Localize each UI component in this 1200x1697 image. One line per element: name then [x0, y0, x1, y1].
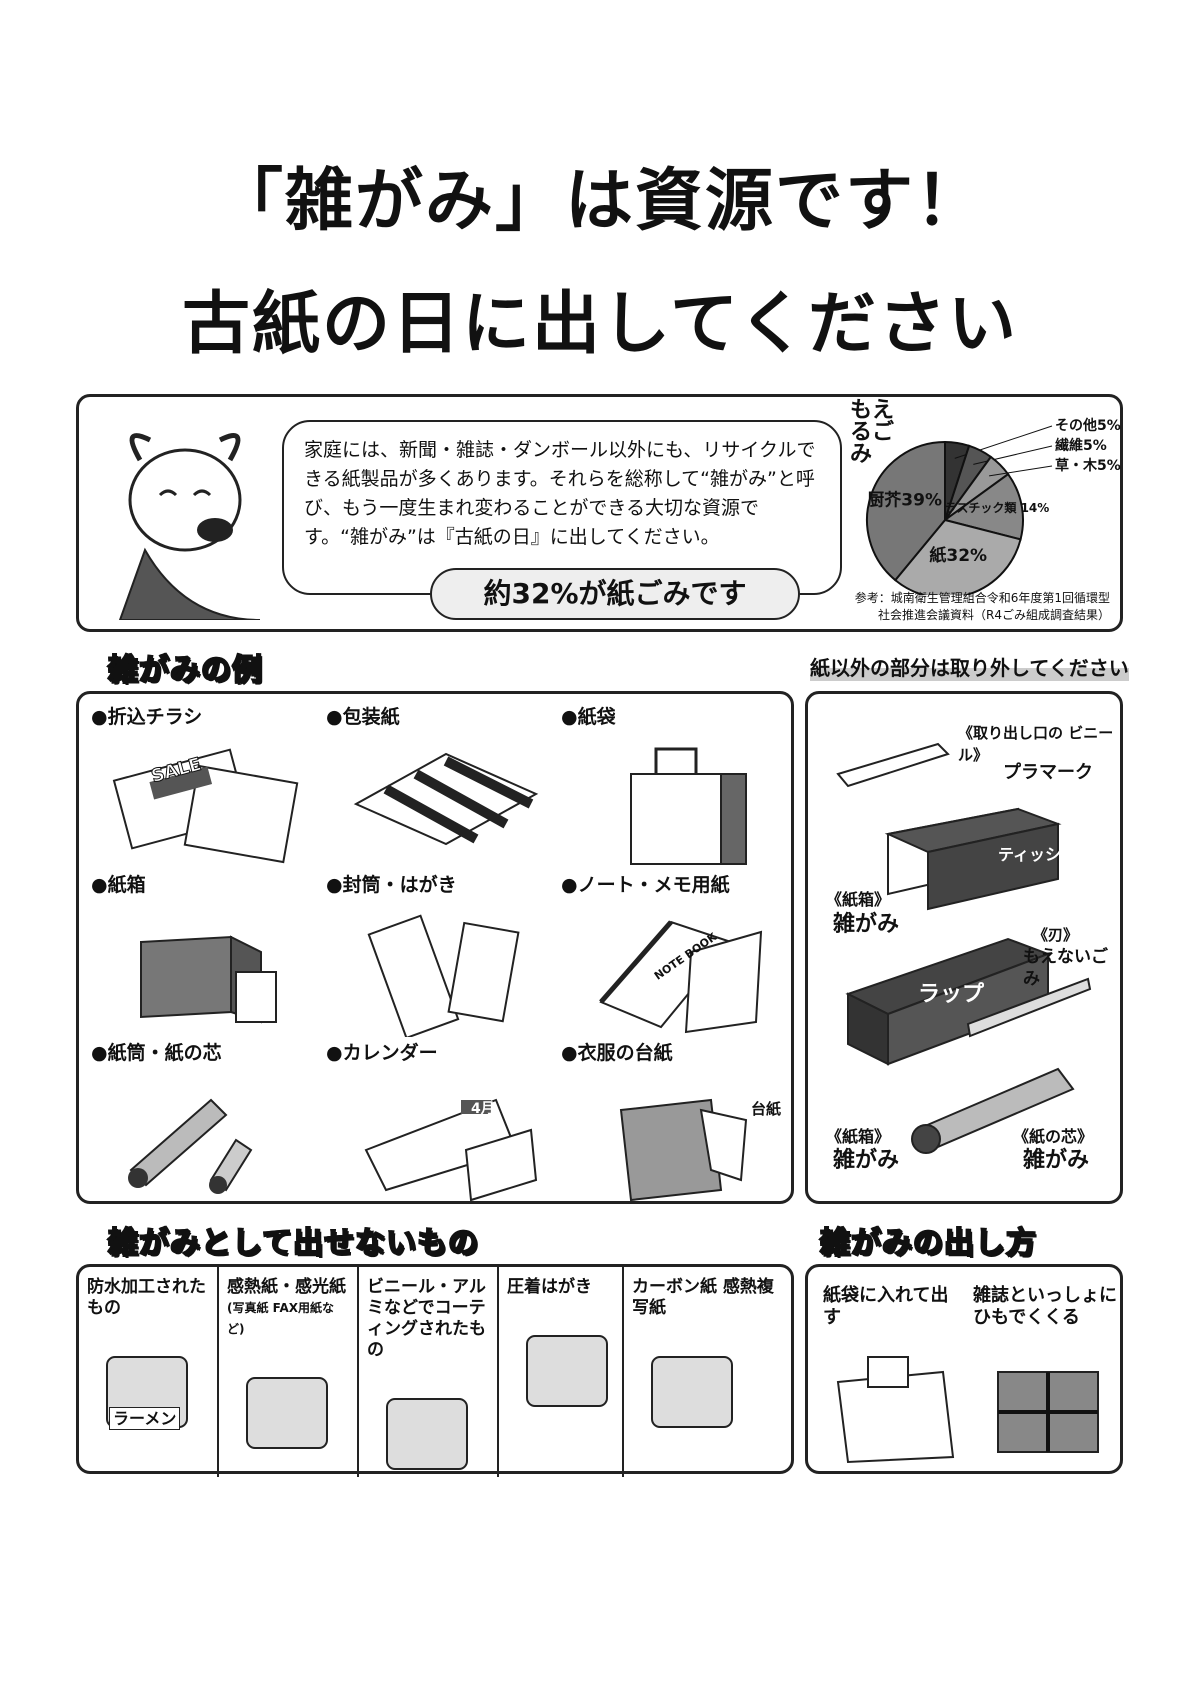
reference-note: 参考：城南衛生管理組合令和6年度第1回循環型 社会推進会議資料（R4ごみ組成調査…	[830, 590, 1110, 624]
example-item: ●紙箱	[91, 870, 321, 1035]
example-label: ●折込チラシ	[91, 706, 203, 728]
envelope-icon	[367, 914, 520, 1037]
tissue-box-sub: 雑がみ	[833, 912, 900, 937]
backing-label: 台紙	[751, 1100, 782, 1118]
example-label: ●紙箱	[91, 874, 146, 896]
cup-noodle-text: ラーメン	[109, 1407, 181, 1430]
not-allowed-label: 感熱紙・感光紙	[227, 1277, 346, 1297]
paper-tube-icon	[128, 1098, 253, 1194]
example-item: ●紙筒・紙の芯	[91, 1038, 321, 1203]
wrap-box-label: 《紙箱》	[826, 1127, 891, 1146]
reference-line1: 参考：城南衛生管理組合令和6年度第1回循環型	[854, 591, 1110, 605]
example-item: ●カレンダー 4月	[326, 1038, 556, 1203]
blade-sub: もえないごみ	[1023, 947, 1108, 989]
paper-bag-icon	[630, 747, 747, 865]
paper-box-icon	[140, 935, 277, 1024]
not-allowed-illustration-icon	[246, 1377, 328, 1449]
pie-slice-5	[866, 440, 946, 582]
not-allowed-item: ビニール・アルミなどでコーティングされたもの	[359, 1267, 499, 1477]
wrapping-paper-icon	[353, 752, 539, 846]
core-label: 《紙の芯》	[1013, 1127, 1094, 1146]
title-line1: 「雑がみ」は資源です！	[214, 162, 985, 241]
not-allowed-illustration-icon	[386, 1398, 468, 1470]
not-allowed-label: 防水加工されたもの	[87, 1277, 206, 1318]
info-box	[76, 394, 1123, 632]
not-allowed-item: 感熱紙・感光紙 (写真紙 FAX用紙など)	[219, 1267, 359, 1477]
tissue-box-text: ティッシュ	[998, 845, 1078, 864]
not-allowed-item: 圧着はがき	[499, 1267, 624, 1477]
paper-percent-highlight: 約32%が紙ごみです	[430, 568, 800, 620]
example-item: ●衣服の台紙台紙	[561, 1038, 791, 1203]
pie-title: もえるごみ	[850, 398, 895, 467]
pie-label: 厨芥39%	[867, 490, 942, 510]
not-allowed-note: (写真紙 FAX用紙など)	[227, 1301, 335, 1336]
pie-leader-line	[989, 465, 1053, 477]
pie-slice-4	[893, 518, 1022, 595]
bag-and-bundle-illustration	[836, 1356, 1099, 1464]
calendar-month-text: 4月	[471, 1101, 495, 1117]
not-allowed-illustration-icon	[651, 1356, 733, 1428]
speech-bubble: 家庭には、新聞・雑誌・ダンボール以外にも、リサイクルできる紙製品が多くあります。…	[282, 420, 842, 595]
example-label: ●ノート・メモ用紙	[561, 874, 730, 896]
not-allowed-label: ビニール・アルミなどでコーティングされたもの	[367, 1277, 486, 1360]
pie-slice-3	[942, 472, 1024, 541]
remove-parts-box: 《取り出し口の ビニール》 プラマーク ティッシュ 《紙箱》 雑がみ 《刃》 も…	[805, 691, 1123, 1204]
blade-label: 《刃》	[1033, 926, 1079, 944]
core-sub: 雑がみ	[1023, 1148, 1090, 1173]
notebook-icon	[599, 920, 763, 1034]
examples-heading: 雑がみの例	[107, 652, 263, 689]
example-label: ●封筒・はがき	[326, 874, 457, 896]
pie-label: 繊維5%	[1055, 437, 1107, 454]
not-allowed-item: 防水加工されたものラーメン	[79, 1267, 219, 1477]
garbage-composition-pie-chart: その他5% 繊維5% 草・木5% プラスチック類 14% 紙32% 厨芥39%	[866, 417, 1121, 595]
calendar-icon	[364, 1098, 538, 1202]
how-to-bag: 紙袋に入れて出す	[823, 1285, 949, 1328]
how-to-heading: 雑がみの出し方	[819, 1225, 1037, 1262]
pie-label: 紙32%	[929, 545, 987, 566]
title-line2: 古紙の日に出してください	[182, 285, 1018, 364]
pie-label: プラスチック類 14%	[933, 500, 1050, 515]
plastic-label: 《取り出し口の ビニール》	[958, 724, 1114, 764]
how-to-tie: 雑誌といっしょにひもでくくる	[973, 1285, 1117, 1328]
goat-mascot-icon	[118, 433, 261, 620]
not-allowed-item: カーボン紙 感熱複写紙	[624, 1267, 791, 1477]
not-allowed-label: 圧着はがき	[507, 1277, 592, 1297]
not-allowed-illustration-icon	[526, 1335, 608, 1407]
plastic-mark-note: プラマーク	[1003, 762, 1093, 783]
how-to-box: 紙袋に入れて出す 雑誌といっしょにひもでくくる	[805, 1264, 1123, 1474]
reference-line2: 社会推進会議資料（R4ごみ組成調査結果）	[878, 608, 1110, 622]
wrap-box-text: ラップ	[918, 982, 985, 1007]
example-label: ●紙袋	[561, 706, 616, 728]
example-label: ●紙筒・紙の芯	[91, 1042, 222, 1064]
clothing-backing-icon	[619, 1098, 748, 1202]
example-item: ●包装紙	[326, 702, 556, 867]
example-label: ●包装紙	[326, 706, 400, 728]
not-allowed-box: 防水加工されたものラーメン感熱紙・感光紙(写真紙 FAX用紙など)ビニール・アル…	[76, 1264, 794, 1477]
tissue-box-label: 《紙箱》	[826, 890, 891, 909]
pie-label: その他5%	[1055, 417, 1121, 434]
tissue-box-and-wrap-box-illustration	[836, 742, 1092, 1154]
wrap-box-sub: 雑がみ	[833, 1148, 900, 1173]
example-item: ●紙袋	[561, 702, 791, 867]
example-item: ●封筒・はがき	[326, 870, 556, 1037]
flyer-icon	[112, 748, 299, 864]
pie-label: 草・木5%	[1055, 457, 1121, 474]
example-label: ●カレンダー	[326, 1042, 438, 1064]
remove-heading: 紙以外の部分は取り外してください	[810, 652, 1129, 681]
example-label: ●衣服の台紙	[561, 1042, 673, 1064]
not-allowed-label: カーボン紙 感熱複写紙	[632, 1277, 774, 1318]
not-allowed-heading: 雑がみとして出せないもの	[107, 1225, 480, 1262]
